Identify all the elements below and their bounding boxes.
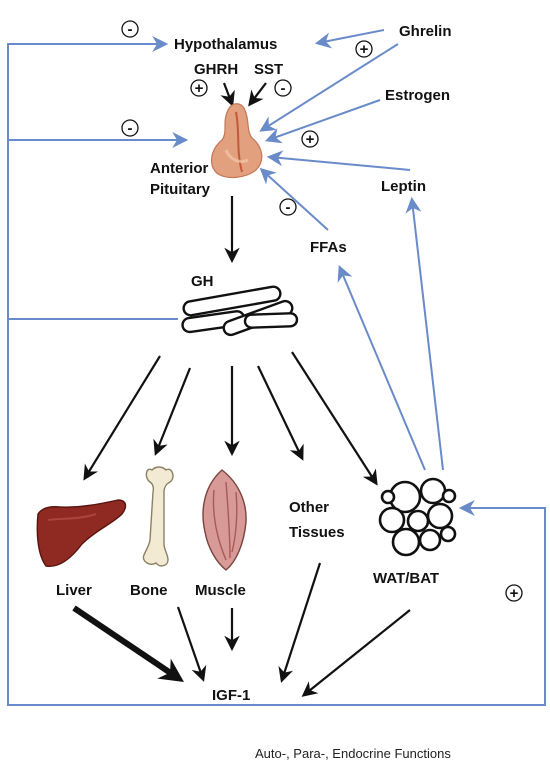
- pituitary-minus-sign: [121, 119, 139, 137]
- other-label: Other: [289, 499, 329, 516]
- footer-caption: Auto-, Para-, Endocrine Functions: [255, 746, 451, 761]
- sst-minus-sign: [274, 79, 292, 97]
- hypothalamus-label: Hypothalamus: [174, 36, 277, 53]
- hypothalamus-minus-sign: [121, 20, 139, 38]
- svg-text:+: +: [360, 41, 369, 58]
- gh-to-bone-arrow: [153, 367, 192, 456]
- ffas-to-pituitary-line: [259, 167, 329, 231]
- bone-icon: [142, 466, 174, 567]
- wat-to-ffas-line: [337, 265, 426, 471]
- watbat-label: WAT/BAT: [373, 570, 439, 587]
- svg-text:-: -: [286, 199, 291, 216]
- sign-glyphs: - + + - - + - +: [128, 21, 519, 602]
- leptin-to-pituitary-line: [266, 150, 411, 171]
- feedback-lines: [7, 29, 546, 706]
- other-to-igf1-arrow: [278, 562, 322, 683]
- ghrelin-to-pituitary-line: [259, 43, 399, 132]
- gh-molecules-icon: [181, 285, 299, 337]
- svg-text:+: +: [195, 80, 204, 97]
- igf1-plus-sign: [505, 584, 523, 602]
- sst-label: SST: [254, 61, 283, 78]
- ghrh-arrow: [220, 82, 235, 107]
- igf1-to-wat-line: [268, 500, 546, 706]
- muscle-label: Muscle: [195, 582, 246, 599]
- ghrelin-to-hypothalamus-line: [314, 29, 385, 49]
- svg-text:-: -: [128, 21, 133, 38]
- svg-text:-: -: [281, 80, 286, 97]
- liver-to-igf1-arrow: [72, 605, 184, 683]
- igf1-feedback-line: [7, 36, 268, 706]
- estrogen-to-pituitary-line: [264, 99, 381, 144]
- igf1-label: IGF-1: [212, 687, 250, 704]
- wat-to-igf1-arrow: [301, 609, 411, 697]
- bone-label: Bone: [130, 582, 168, 599]
- adipose-cells-icon: [378, 477, 457, 557]
- gh-to-wat-arrow: [291, 351, 378, 486]
- sst-arrow: [248, 82, 267, 107]
- estrogen-plus-sign: [301, 130, 319, 148]
- liver-icon: [36, 499, 127, 567]
- gh-to-liver-arrow: [83, 355, 161, 481]
- anterior-label: Anterior: [150, 160, 209, 177]
- wat-to-leptin-line: [405, 196, 444, 471]
- pituitary-gland-icon: [211, 103, 263, 179]
- ghrelin-plus-sign: [355, 40, 373, 58]
- ghrh-plus-sign: [190, 79, 208, 97]
- svg-text:-: -: [128, 120, 133, 137]
- bone-to-igf1-arrow: [176, 606, 207, 682]
- ghrelin-label: Ghrelin: [399, 23, 452, 40]
- ghrh-label: GHRH: [194, 61, 238, 78]
- gh-to-other-arrow: [257, 365, 304, 461]
- sign-markers: [121, 20, 523, 602]
- ffas-minus-sign: [279, 198, 297, 216]
- svg-text:+: +: [306, 131, 315, 148]
- flow-arrows: [83, 82, 411, 697]
- estrogen-label: Estrogen: [385, 87, 450, 104]
- gh-label: GH: [191, 273, 214, 290]
- liver-label: Liver: [56, 582, 92, 599]
- svg-text:+: +: [510, 585, 519, 602]
- tissues-label: Tissues: [289, 524, 345, 541]
- pituitary-label: Pituitary: [150, 181, 211, 198]
- ffas-label: FFAs: [310, 239, 347, 256]
- muscle-icon: [202, 469, 247, 571]
- leptin-label: Leptin: [381, 178, 426, 195]
